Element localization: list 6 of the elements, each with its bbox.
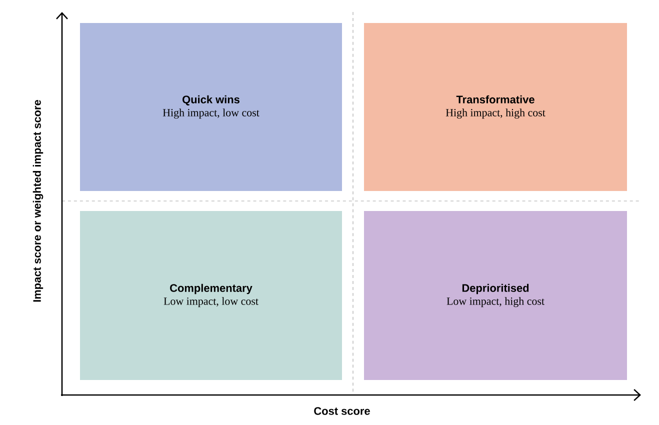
quadrant-box: Deprioritised Low impact, high cost bbox=[364, 211, 627, 380]
quadrant-box: Transformative High impact, high cost bbox=[364, 23, 627, 191]
quadrant-box: Quick wins High impact, low cost bbox=[80, 23, 342, 191]
quadrant-box: Complementary Low impact, low cost bbox=[80, 211, 342, 380]
x-axis-label: Cost score bbox=[314, 407, 370, 415]
y-axis-label: Impact score or weighted impact score bbox=[32, 100, 44, 302]
